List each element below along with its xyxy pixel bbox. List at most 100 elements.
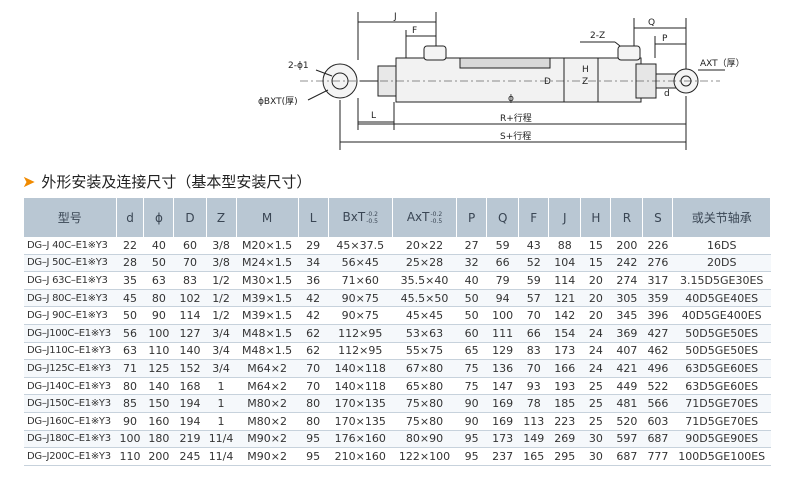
model-cell: DG–J125C–E1※Y3: [24, 359, 117, 378]
table-cell: 80×90: [392, 430, 457, 449]
table-cell: 25: [580, 377, 611, 396]
table-cell: 66: [518, 324, 549, 343]
header-J: J: [548, 198, 582, 237]
header-axt: AxT-0.2-0.5: [392, 198, 458, 237]
header-L: L: [298, 198, 329, 237]
table-cell: 112×95: [328, 342, 393, 361]
table-cell: 22: [116, 237, 144, 255]
table-cell: 35.5×40: [392, 271, 457, 290]
table-cell: 20×22: [392, 237, 457, 255]
table-cell: 154: [548, 324, 581, 343]
model-cell: DG–J 40C–E1※Y3: [24, 237, 117, 255]
model-cell: DG–J 50C–E1※Y3: [24, 254, 117, 273]
dim-s-stroke: S+行程: [500, 130, 531, 142]
header-model: 型号: [24, 198, 117, 237]
table-cell: 274: [610, 271, 643, 290]
table-cell: 80: [298, 412, 329, 431]
table-cell: 71D5GE70ES: [672, 394, 771, 413]
table-cell: 50: [143, 254, 174, 273]
table-cell: 62: [298, 324, 329, 343]
table-cell: 42: [298, 306, 329, 325]
table-cell: M64×2: [236, 377, 299, 396]
table-cell: 3/4: [206, 359, 237, 378]
table-cell: 59: [518, 271, 549, 290]
table-cell: 20: [580, 306, 611, 325]
table-cell: 317: [642, 271, 673, 290]
table-cell: 111: [486, 324, 519, 343]
axt-tolerance-lower: -0.5: [430, 217, 443, 225]
table-cell: 27: [456, 237, 487, 255]
bxt-tolerance-lower: -0.5: [366, 217, 378, 225]
table-cell: 90×75: [328, 306, 393, 325]
table-cell: M48×1.5: [236, 324, 299, 343]
table-cell: 88: [548, 237, 581, 255]
table-cell: 110: [143, 342, 174, 361]
bxt-tolerance-upper: -0.2: [366, 210, 378, 218]
table-cell: 24: [580, 359, 611, 378]
table-cell: 25×28: [392, 254, 457, 273]
table-cell: 496: [642, 359, 673, 378]
table-cell: 223: [548, 412, 581, 431]
table-cell: 237: [486, 447, 519, 466]
table-cell: 34: [298, 254, 329, 273]
table-cell: 185: [548, 394, 581, 413]
table-cell: 63D5GE60ES: [672, 359, 771, 378]
table-cell: 369: [610, 324, 643, 343]
header-P: P: [456, 198, 488, 237]
table-cell: 20: [580, 271, 611, 290]
dim-axt: AXT（厚）: [700, 58, 745, 69]
table-cell: 29: [298, 237, 329, 255]
table-cell: 40: [143, 237, 174, 255]
table-cell: M64×2: [236, 359, 299, 378]
table-cell: 169: [486, 412, 519, 431]
table-cell: 80: [116, 377, 144, 396]
table-cell: 173: [486, 430, 519, 449]
header-Z: Z: [206, 198, 237, 237]
table-cell: 295: [548, 447, 581, 466]
header-bxt-text: BxT: [342, 210, 366, 225]
table-cell: 481: [610, 394, 643, 413]
table-cell: 83: [173, 271, 207, 290]
header-M: M: [236, 198, 299, 237]
table-cell: 140×118: [328, 359, 393, 378]
table-cell: 1/2: [206, 306, 237, 325]
table-cell: 125: [143, 359, 174, 378]
table-cell: 1/2: [206, 271, 237, 290]
table-cell: 11/4: [206, 430, 237, 449]
table-cell: 226: [642, 237, 673, 255]
table-cell: 57: [518, 289, 549, 308]
table-cell: 11/4: [206, 447, 237, 466]
table-cell: 421: [610, 359, 643, 378]
table-cell: 122×100: [392, 447, 457, 466]
dim-phi: ϕ: [508, 94, 514, 104]
table-cell: 80: [298, 394, 329, 413]
table-cell: 462: [642, 342, 673, 361]
header-F: F: [518, 198, 550, 237]
table-cell: 1/2: [206, 289, 237, 308]
table-cell: 160: [143, 412, 174, 431]
dim-f: F: [412, 26, 417, 36]
table-cell: 56×45: [328, 254, 393, 273]
table-cell: 3/8: [206, 254, 237, 273]
table-cell: 114: [548, 271, 581, 290]
table-cell: 75: [456, 359, 487, 378]
table-cell: 3/4: [206, 342, 237, 361]
table-cell: 45×45: [392, 306, 457, 325]
table-cell: 121: [548, 289, 581, 308]
table-cell: 276: [642, 254, 673, 273]
table-cell: 305: [610, 289, 643, 308]
model-cell: DG–J150C–E1※Y3: [24, 394, 117, 413]
dim-d-small: d: [664, 89, 670, 99]
table-cell: 3/4: [206, 324, 237, 343]
table-cell: 194: [173, 412, 207, 431]
table-cell: 603: [642, 412, 673, 431]
table-cell: 359: [642, 289, 673, 308]
